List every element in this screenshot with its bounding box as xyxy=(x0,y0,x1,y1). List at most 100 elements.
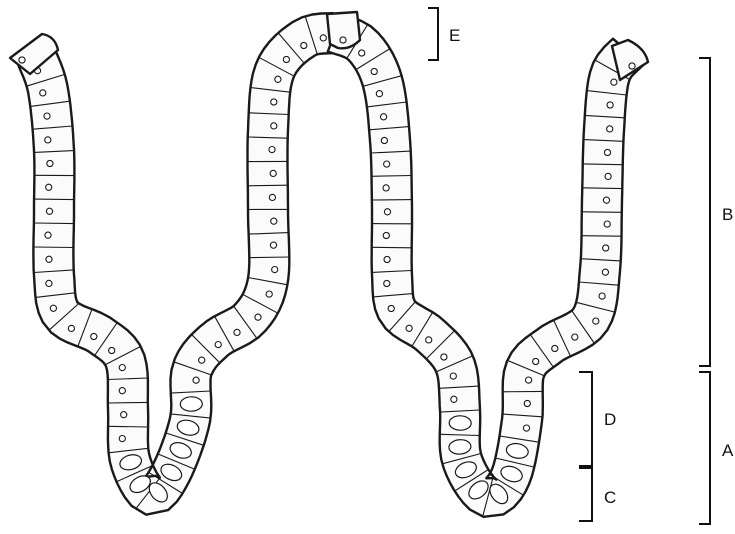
left-cell-nucleus xyxy=(46,280,52,286)
left-cell-nucleus xyxy=(269,194,275,200)
right-cell-boundary xyxy=(372,247,412,248)
right-cell-nucleus xyxy=(381,114,387,120)
right-cell-nucleus xyxy=(607,126,613,132)
left-cell-nucleus xyxy=(270,170,276,176)
right-cell-nucleus xyxy=(371,68,377,74)
label-A: A xyxy=(722,441,734,460)
left-cell-nucleus xyxy=(266,291,272,297)
left-cell-nucleus xyxy=(270,242,276,248)
right-cell-nucleus xyxy=(593,318,599,324)
left-stem-cell-nucleus xyxy=(180,397,202,412)
left-cell-boundary xyxy=(249,257,289,258)
right-cell-nucleus xyxy=(572,334,578,340)
left-cell-boundary xyxy=(34,223,74,224)
left-cell-nucleus xyxy=(283,56,289,62)
right-cell-nucleus xyxy=(602,269,608,275)
left-cell-boundary xyxy=(108,402,148,403)
right-cell-nucleus xyxy=(381,137,387,143)
extruding-cell-nucleus xyxy=(340,37,346,43)
left-cell-nucleus xyxy=(119,365,125,371)
left-cell-nucleus xyxy=(234,329,240,335)
left-villus-tip-nucleus xyxy=(19,57,25,63)
left-cell-nucleus xyxy=(272,267,278,273)
left-cell-nucleus xyxy=(44,113,50,119)
left-cell-nucleus xyxy=(215,342,221,348)
right-cell-nucleus xyxy=(607,102,613,108)
right-cell-nucleus xyxy=(384,209,390,215)
label-B: B xyxy=(722,205,733,224)
epithelium-tissue xyxy=(10,12,648,517)
left-cell-nucleus xyxy=(255,314,261,320)
right-cell-nucleus xyxy=(384,256,390,262)
bracket-E xyxy=(428,8,438,60)
right-cell-nucleus xyxy=(450,373,456,379)
left-cell-nucleus xyxy=(119,436,125,442)
right-villus-tip-nucleus xyxy=(629,63,635,69)
right-cell-nucleus xyxy=(359,50,365,56)
left-tube-outline xyxy=(18,13,337,515)
right-cell-nucleus xyxy=(406,325,412,331)
bracket-C xyxy=(579,468,592,521)
right-cell-nucleus xyxy=(384,280,390,286)
left-cell-nucleus xyxy=(40,90,46,96)
right-cell-nucleus xyxy=(376,91,382,97)
left-cell-nucleus xyxy=(301,42,307,48)
left-cell-nucleus xyxy=(199,357,205,363)
right-cell-nucleus xyxy=(451,396,457,402)
left-cell-nucleus xyxy=(46,256,52,262)
right-cell-boundary xyxy=(582,236,622,237)
left-cell-nucleus xyxy=(271,218,277,224)
left-cell-boundary xyxy=(34,199,74,200)
left-cell-nucleus xyxy=(50,305,56,311)
right-stem-cell-nucleus xyxy=(449,416,471,431)
left-cell-nucleus xyxy=(271,123,277,129)
label-E: E xyxy=(449,26,460,45)
left-cell-nucleus xyxy=(269,147,275,153)
bracket-B xyxy=(699,58,710,366)
left-cell-nucleus xyxy=(320,35,326,41)
right-cell-nucleus xyxy=(533,358,539,364)
left-cell-nucleus xyxy=(46,184,52,190)
left-cell-boundary xyxy=(108,426,148,427)
right-cell-nucleus xyxy=(603,245,609,251)
right-cell-nucleus xyxy=(604,221,610,227)
left-cell-nucleus xyxy=(45,137,51,143)
right-cell-nucleus xyxy=(526,377,532,383)
left-cell-nucleus xyxy=(91,333,97,339)
left-cell-boundary xyxy=(248,185,288,186)
right-cell-nucleus xyxy=(524,400,530,406)
bracket-A xyxy=(699,372,710,524)
left-cell-nucleus xyxy=(68,325,74,331)
right-cell-nucleus xyxy=(523,425,529,431)
right-cell-nucleus xyxy=(552,345,558,351)
right-cell-nucleus xyxy=(426,337,432,343)
right-cell-nucleus xyxy=(599,293,605,299)
left-cell-nucleus xyxy=(119,388,125,394)
right-cell-nucleus xyxy=(611,79,617,85)
right-villus-tip-cell xyxy=(612,40,648,80)
right-cell-nucleus xyxy=(383,185,389,191)
right-cell-nucleus xyxy=(605,173,611,179)
right-cell-nucleus xyxy=(384,161,390,167)
right-cell-nucleus xyxy=(388,305,394,311)
right-tube-outline xyxy=(328,14,643,516)
right-cell-nucleus xyxy=(604,149,610,155)
label-C: C xyxy=(604,488,616,507)
label-D: D xyxy=(604,410,616,429)
right-cell-boundary xyxy=(582,212,622,213)
bracket-D xyxy=(579,372,592,466)
right-cell-nucleus xyxy=(603,197,609,203)
right-cell-nucleus xyxy=(383,232,389,238)
left-cell-nucleus xyxy=(193,377,199,383)
left-cell-boundary xyxy=(34,247,74,248)
left-cell-nucleus xyxy=(46,208,52,214)
left-cell-nucleus xyxy=(275,76,281,82)
left-cell-nucleus xyxy=(271,99,277,105)
left-cell-nucleus xyxy=(109,347,115,353)
left-cell-nucleus xyxy=(121,412,127,418)
right-cell-nucleus xyxy=(441,354,447,360)
left-cell-nucleus xyxy=(47,160,53,166)
left-cell-nucleus xyxy=(45,232,51,238)
